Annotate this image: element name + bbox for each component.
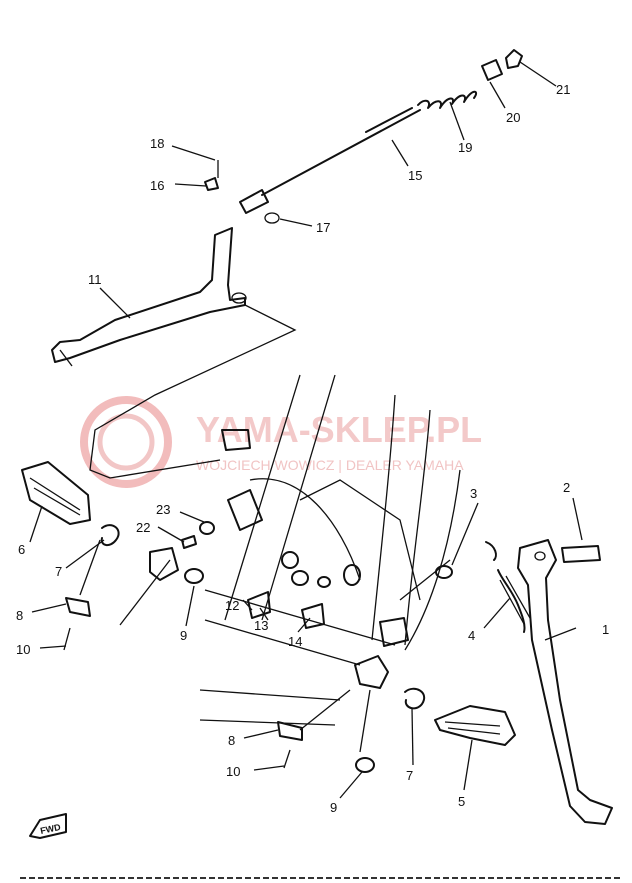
- fwd-arrow-badge: FWD: [29, 813, 67, 839]
- leader-lines: [29, 61, 583, 799]
- callout-22: 22: [136, 520, 150, 535]
- callout-21: 21: [556, 82, 570, 97]
- callout-8-left: 8: [16, 608, 23, 623]
- callout-19: 19: [458, 140, 472, 155]
- brake-pedal: [51, 227, 247, 367]
- watermark-logo: [80, 396, 172, 488]
- callout-6: 6: [18, 542, 25, 557]
- callout-10-right: 10: [226, 764, 240, 779]
- callout-13: 13: [254, 618, 268, 633]
- callout-20: 20: [506, 110, 520, 125]
- callout-15: 15: [408, 168, 422, 183]
- callout-labels: 1 2 3 4 5 6 7 7 8 8 9 9 10 10 11 12 13 1…: [16, 82, 609, 815]
- watermark: YAMA-SKLEP.PL WOJCIECH WOWICZ | DEALER Y…: [80, 396, 482, 488]
- callout-7-right: 7: [406, 768, 413, 783]
- brake-rod: [204, 49, 523, 224]
- callout-8-right: 8: [228, 733, 235, 748]
- frame-outline: [199, 374, 461, 726]
- guide-lines: [79, 304, 451, 753]
- callout-18: 18: [150, 136, 164, 151]
- callout-3: 3: [470, 486, 477, 501]
- footrest-left: [21, 461, 204, 584]
- side-stand: [435, 539, 613, 825]
- fwd-badge-text: FWD: [39, 822, 62, 836]
- callout-7-left: 7: [55, 564, 62, 579]
- watermark-subtitle: WOJCIECH WOWICZ | DEALER YAMAHA: [196, 457, 464, 473]
- callout-10-left: 10: [16, 642, 30, 657]
- callout-23: 23: [156, 502, 170, 517]
- callout-11: 11: [88, 272, 102, 287]
- callout-5: 5: [458, 794, 465, 809]
- callout-1: 1: [602, 622, 609, 637]
- callout-14: 14: [288, 634, 302, 649]
- callout-9-right: 9: [330, 800, 337, 815]
- callout-12: 12: [225, 598, 239, 613]
- callout-17: 17: [316, 220, 330, 235]
- callout-4: 4: [468, 628, 475, 643]
- callout-9-left: 9: [180, 628, 187, 643]
- callout-2: 2: [563, 480, 570, 495]
- callout-16: 16: [150, 178, 164, 193]
- hardware: [63, 429, 409, 769]
- footrest-right: [354, 655, 516, 773]
